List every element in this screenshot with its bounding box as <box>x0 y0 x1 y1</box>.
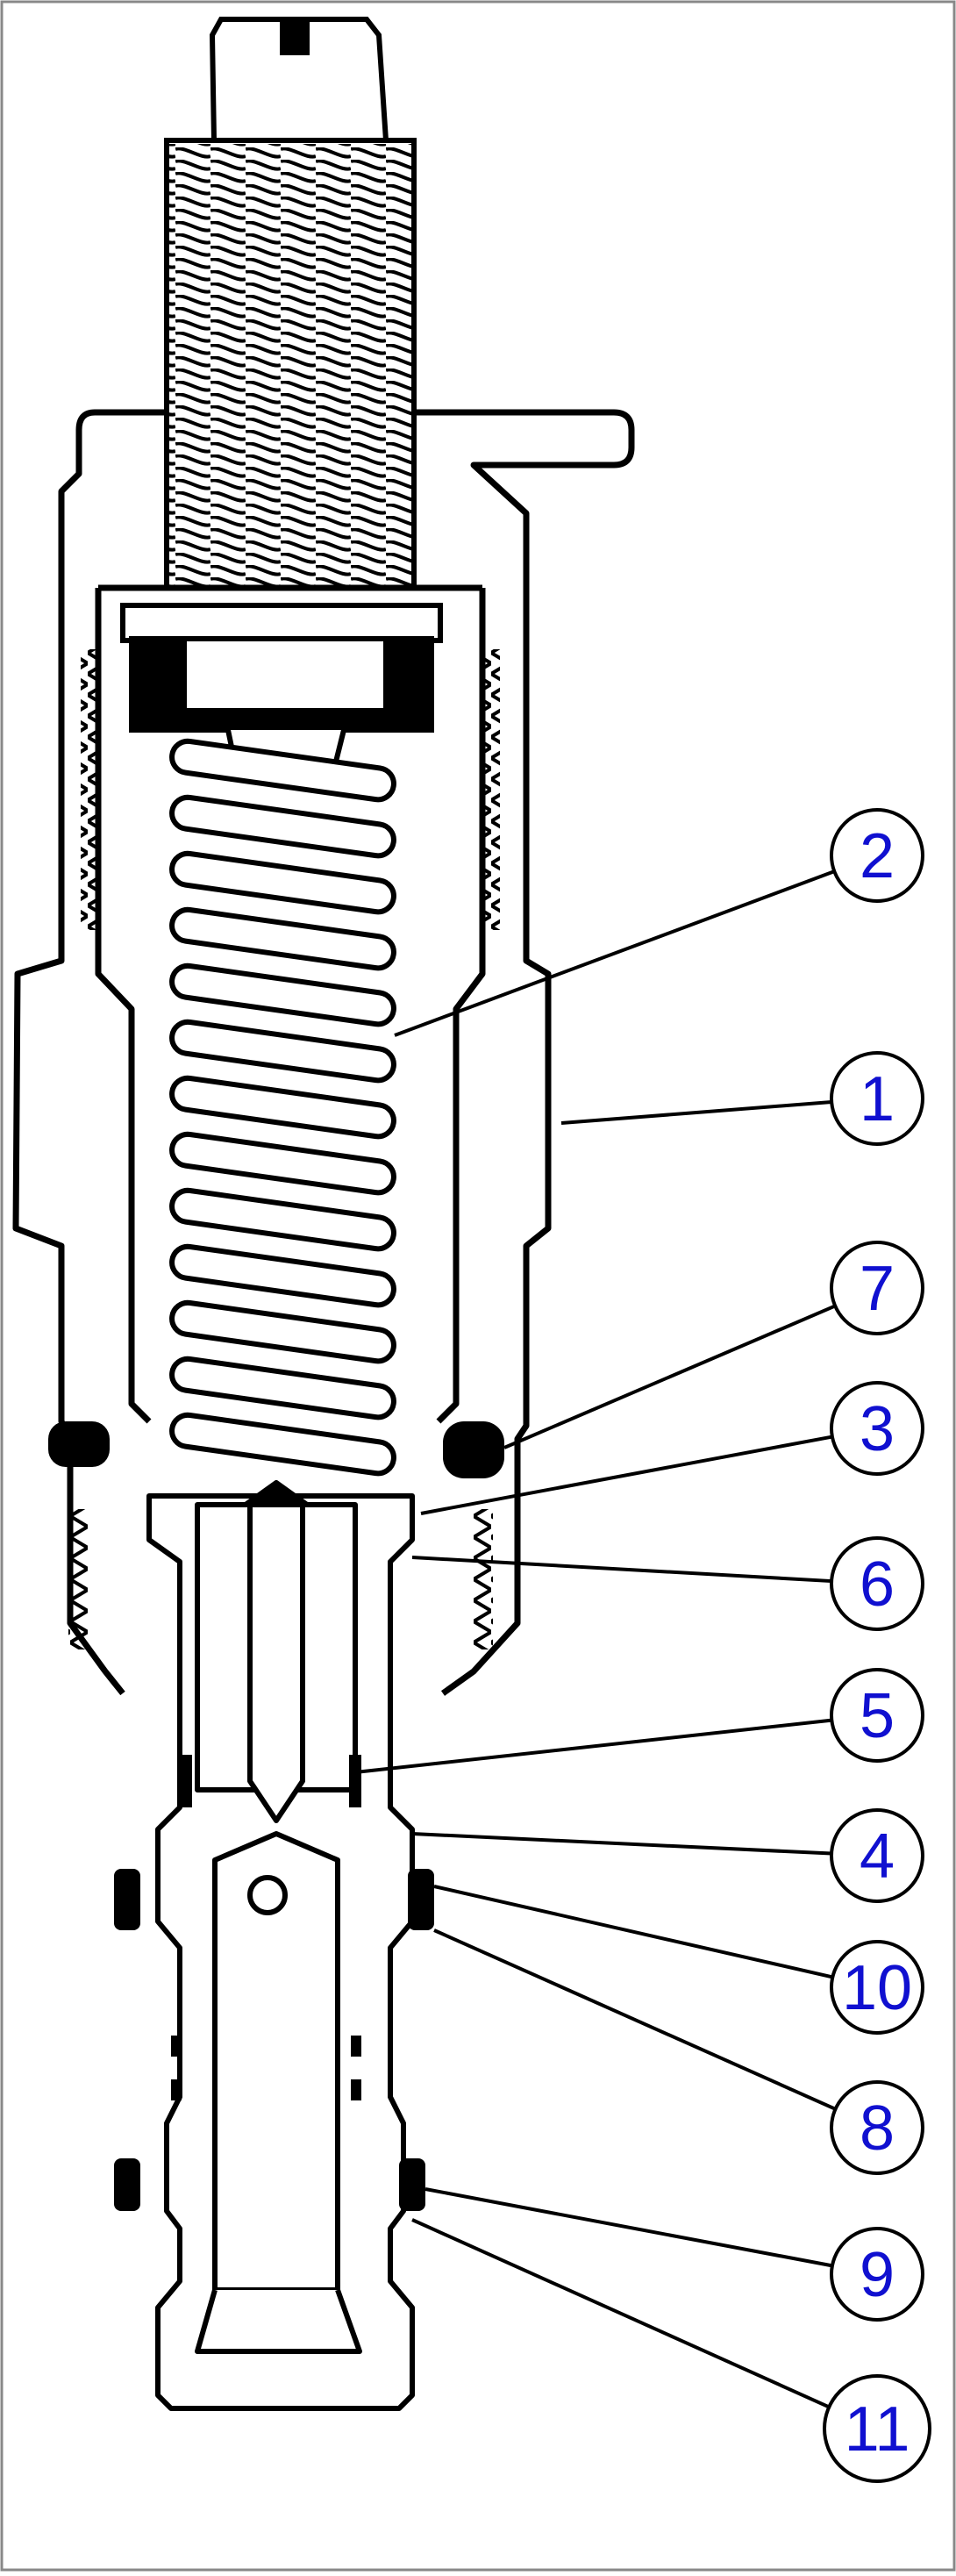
poppet-needle <box>247 1505 305 1823</box>
callout-circle-7 <box>830 1241 924 1335</box>
seals <box>48 1421 504 2211</box>
slot-right-3 <box>351 2079 361 2100</box>
slot-right-1 <box>349 1755 361 1807</box>
spring-coil <box>169 1131 396 1196</box>
callout-label-11: 11 <box>845 2394 910 2465</box>
slot-left-2 <box>171 2036 182 2057</box>
housing-inner-outline <box>95 588 486 1424</box>
callout-label-8: 8 <box>860 2093 895 2164</box>
lower-thread-right <box>474 1509 493 1649</box>
leader-line-1 <box>560 1100 832 1125</box>
callout-circle-3 <box>830 1381 924 1476</box>
leader-line-6 <box>411 1556 832 1584</box>
callout-label-1: 1 <box>860 1064 895 1134</box>
orifice-hole <box>247 1875 288 1915</box>
callout-label-9: 9 <box>860 2240 895 2310</box>
seal-9-left <box>114 2158 140 2211</box>
spring-coil <box>169 850 396 915</box>
slot-left-1 <box>180 1755 192 1807</box>
leader-line-11 <box>411 2218 831 2409</box>
screw-thread-texture <box>169 144 411 585</box>
spring-coil <box>169 1243 396 1308</box>
spring-coil <box>169 1299 396 1364</box>
spring-seat-top-band <box>120 603 443 643</box>
spring-coil <box>169 1075 396 1140</box>
leader-line-4 <box>411 1832 832 1856</box>
leader-lines <box>354 869 837 2409</box>
housing-thread-right <box>484 649 500 930</box>
poppet-tip <box>243 1480 310 1507</box>
lower-thread-left <box>68 1509 88 1649</box>
callout-circle-1 <box>830 1051 924 1146</box>
spring-coil <box>169 738 396 803</box>
piston-cartridge <box>146 1480 415 2411</box>
housing-thread-left <box>81 649 96 930</box>
leader-line-2 <box>394 869 835 1037</box>
adjusting-screw <box>164 17 417 590</box>
spring-coil <box>169 906 396 971</box>
spring-coil <box>169 794 396 859</box>
callout-circle-8 <box>830 2080 924 2175</box>
callout-circle-2 <box>830 808 924 903</box>
leader-line-7 <box>503 1304 836 1449</box>
callout-label-3: 3 <box>860 1394 895 1464</box>
spring-coil <box>169 1412 396 1477</box>
callout-circle-4 <box>830 1808 924 1903</box>
spring-coil <box>169 1019 396 1084</box>
slot-left-3 <box>171 2079 182 2100</box>
callout-circle-11 <box>823 2374 931 2483</box>
leader-line-8 <box>433 1928 837 2111</box>
leader-line-3 <box>420 1435 833 1515</box>
leader-line-5 <box>354 1718 832 1774</box>
seal-9-right <box>399 2158 425 2211</box>
leader-line-10 <box>433 1885 833 1979</box>
spring-coil <box>169 962 396 1027</box>
seal-10-left <box>114 1869 140 1930</box>
lower-plunger <box>212 1831 340 2293</box>
leader-line-9 <box>424 2187 833 2268</box>
spring-seat-bottom <box>129 708 434 733</box>
seal-10-right <box>408 1869 434 1930</box>
callout-label-7: 7 <box>860 1254 895 1324</box>
spring-coil <box>169 1187 396 1252</box>
spring <box>169 738 396 1477</box>
spring-seat-left-block <box>129 636 187 720</box>
spring-seat-right-block <box>383 636 434 720</box>
callout-circle-9 <box>830 2227 924 2322</box>
callout-label-4: 4 <box>860 1821 895 1892</box>
callout-label-6: 6 <box>860 1549 895 1620</box>
callout-bubbles: 2 1 7 3 6 5 4 10 8 9 11 <box>823 808 931 2483</box>
callout-circle-5 <box>830 1668 924 1763</box>
callout-circle-10 <box>830 1940 924 2035</box>
callout-circle-6 <box>830 1536 924 1631</box>
callout-label-2: 2 <box>860 821 895 891</box>
slot-right-2 <box>351 2036 361 2057</box>
piston-slots <box>171 1755 361 2100</box>
spring-coil <box>169 1356 396 1420</box>
spring-seat <box>120 603 443 775</box>
callout-label-5: 5 <box>860 1681 895 1751</box>
o-ring-7-right <box>443 1421 504 1478</box>
o-ring-7-left <box>48 1421 110 1467</box>
plunger-base <box>195 2288 362 2354</box>
screw-slot <box>280 19 310 55</box>
callout-label-10: 10 <box>842 1953 912 2023</box>
